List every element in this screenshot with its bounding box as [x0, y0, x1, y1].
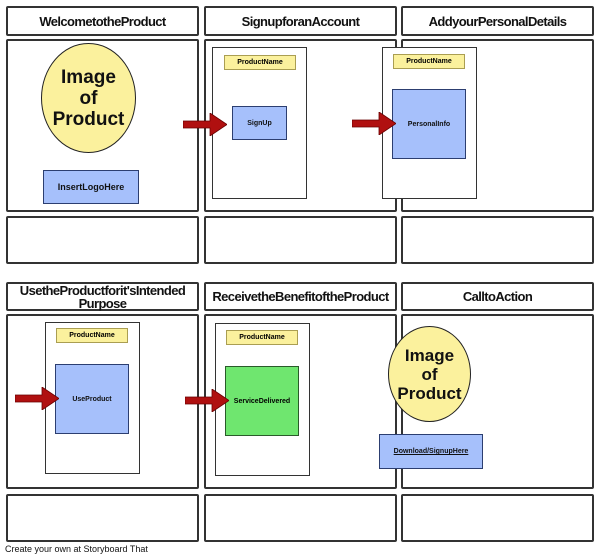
arrow-right-icon	[183, 113, 227, 136]
cell-title-3: AddyourPersonalDetails	[401, 6, 594, 36]
product-image-placeholder: Image of Product	[41, 43, 136, 153]
service-delivered-screen: ServiceDelivered	[225, 366, 299, 436]
download-signup-button: Download/SignupHere	[379, 434, 483, 469]
product-name-label: ProductName	[393, 54, 465, 69]
insert-logo-button: InsertLogoHere	[43, 170, 139, 204]
use-product-screen: UseProduct	[55, 364, 129, 434]
cell-title-1: WelcometotheProduct	[6, 6, 199, 36]
product-name-label: ProductName	[56, 328, 128, 343]
product-image-placeholder: Image of Product	[388, 326, 471, 422]
product-name-label: ProductName	[226, 330, 298, 345]
description-2[interactable]	[204, 216, 397, 264]
arrow-right-icon	[15, 387, 59, 410]
description-3[interactable]	[401, 216, 594, 264]
cell-title-5: ReceivetheBenefitoftheProduct	[204, 282, 397, 311]
description-6[interactable]	[401, 494, 594, 542]
signup-screen: SignUp	[232, 106, 287, 140]
description-4[interactable]	[6, 494, 199, 542]
arrow-right-icon	[185, 389, 229, 412]
footer-credit[interactable]: Create your own at Storyboard That	[5, 544, 148, 554]
personal-info-screen: PersonalInfo	[392, 89, 466, 159]
product-name-label: ProductName	[224, 55, 296, 70]
description-1[interactable]	[6, 216, 199, 264]
cell-title-2: SignupforanAccount	[204, 6, 397, 36]
description-5[interactable]	[204, 494, 397, 542]
arrow-right-icon	[352, 112, 396, 135]
cell-title-6: CalltoAction	[401, 282, 594, 311]
cell-title-4: UsetheProductforit'sIntended Purpose	[6, 282, 199, 311]
